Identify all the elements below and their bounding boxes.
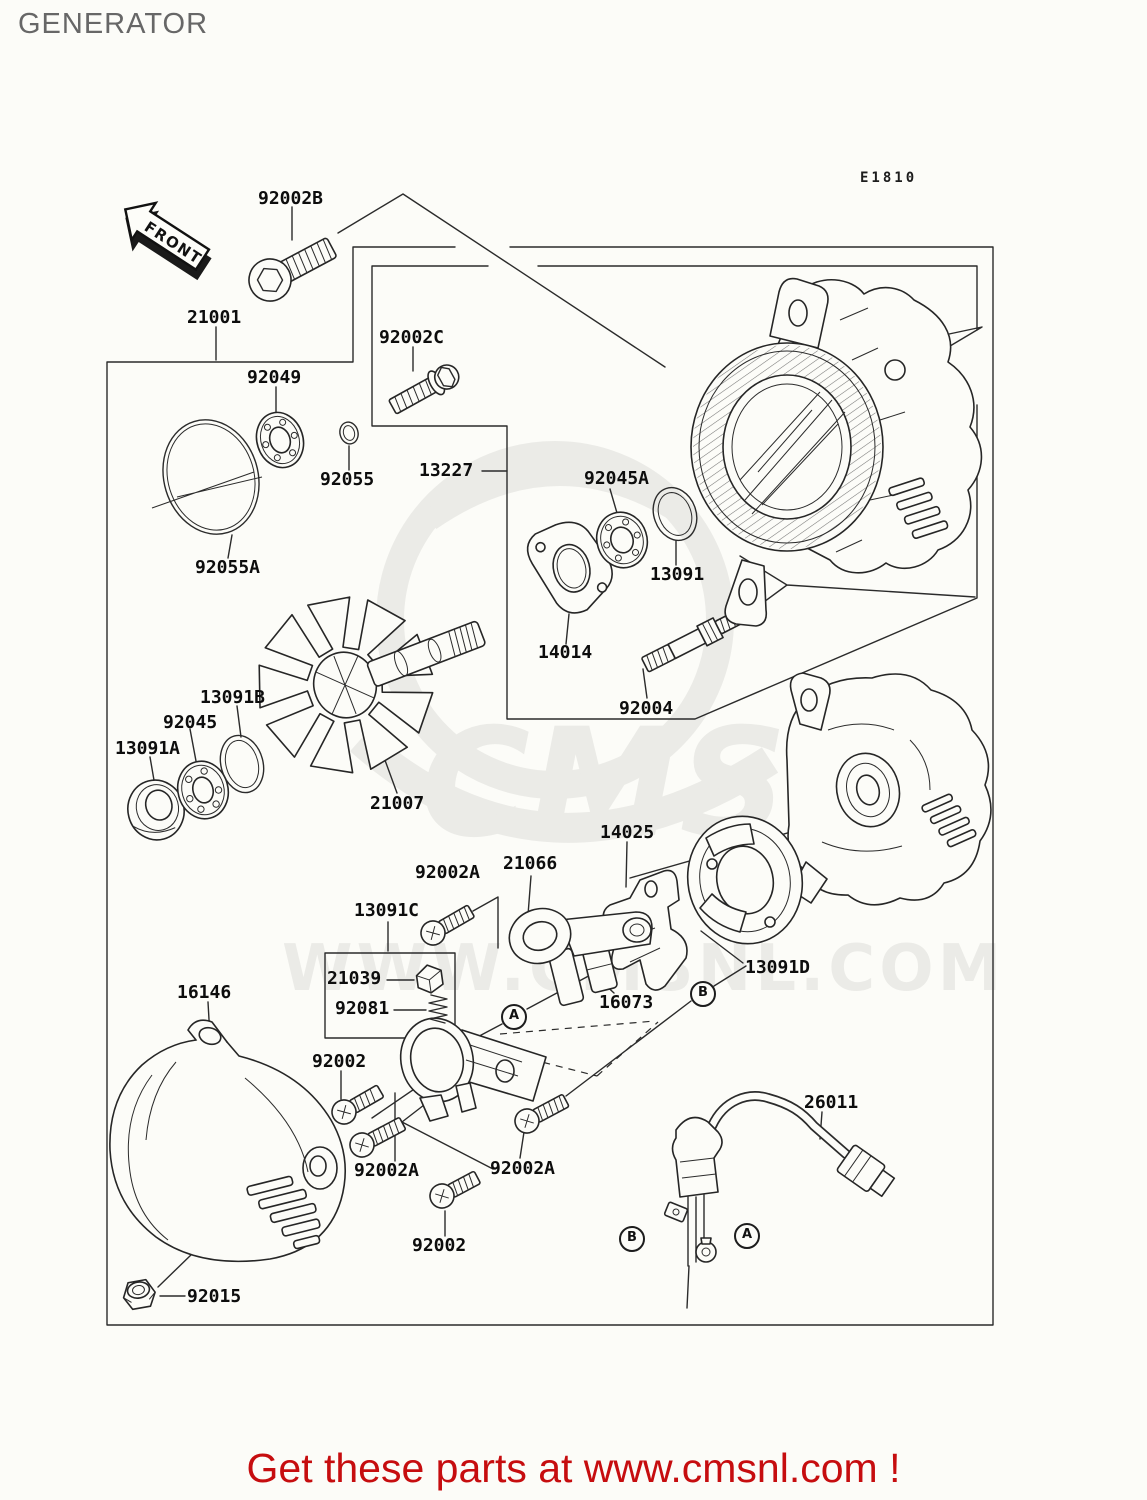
part-number-label: 13091B [200, 687, 266, 708]
part-number-label: 92081 [335, 998, 390, 1019]
bearing-92049-drawing [255, 411, 305, 469]
bolt-92002b-drawing [248, 237, 337, 302]
assembly-boxes [106, 246, 994, 1326]
screw-92002a-left-drawing [349, 1117, 406, 1158]
oring-92055-drawing [339, 421, 359, 445]
diagram-code: E1810 [860, 170, 918, 186]
part-number-label: 26011 [804, 1092, 859, 1113]
spring-92081-drawing [428, 994, 448, 1024]
part-number-label: 92002C [379, 327, 445, 348]
nut-92015-drawing [122, 1278, 156, 1311]
cover-16146-drawing [109, 1019, 346, 1263]
part-number-label: 92002B [258, 188, 324, 209]
part-number-label: 92055 [320, 469, 375, 490]
cable-26011-drawing [663, 1091, 896, 1309]
connection-marker: B [690, 981, 716, 1007]
part-number-label: 92045 [163, 712, 218, 733]
part-number-label: 13091 [650, 564, 705, 585]
bearing-92045-drawing [176, 760, 230, 820]
rectifier-ring-drawing [686, 815, 804, 945]
part-number-label: 92015 [187, 1286, 242, 1307]
part-number-label: 92049 [247, 367, 302, 388]
part-number-label: 13091A [115, 738, 181, 759]
plate-14014-drawing [526, 521, 613, 614]
connection-marker: A [734, 1223, 760, 1249]
regulator-21066-drawing [508, 907, 653, 965]
part-number-label: 13091C [354, 900, 420, 921]
part-number-label: 21039 [327, 968, 382, 989]
brush-holder-assembly-drawing [399, 1017, 547, 1122]
brush-21039-drawing [415, 964, 444, 994]
rear-housing-drawing [785, 672, 992, 906]
part-number-label: 92045A [584, 468, 650, 489]
part-number-label: 14025 [600, 822, 655, 843]
bearing-92045a-drawing [595, 511, 649, 569]
connection-marker: B [619, 1226, 645, 1252]
screw-92002a-right-drawing [514, 1094, 570, 1134]
part-number-label: 21007 [370, 793, 425, 814]
cmsnl-banner: Get these parts at www.cmsnl.com ! [246, 1445, 901, 1491]
part-number-label: 21066 [503, 853, 558, 874]
oring-92055a-drawing [151, 419, 263, 535]
part-number-label: 92055A [195, 557, 261, 578]
part-number-label: 92002 [412, 1235, 467, 1256]
oring-13091b-drawing [219, 734, 265, 794]
screw-92002-upper-drawing [331, 1084, 384, 1125]
part-number-label: 16146 [177, 982, 232, 1003]
part-number-label: 16073 [599, 992, 654, 1013]
part-number-label: 13091D [745, 957, 811, 978]
part-number-label: 92004 [619, 698, 674, 719]
front-arrow: FRONT [123, 201, 212, 281]
part-number-label: 21001 [187, 307, 242, 328]
part-number-label: 14014 [538, 642, 593, 663]
part-number-label: 92002A [415, 862, 481, 883]
oring-13091-drawing [652, 486, 698, 542]
stator-housing-drawing [690, 277, 983, 627]
bolt-92002c-drawing [388, 364, 460, 415]
part-number-label: 92002A [354, 1160, 420, 1181]
part-number-label: 92002A [490, 1158, 556, 1179]
screw-92002a-top-drawing [420, 904, 475, 946]
page-title: GENERATOR [18, 8, 209, 40]
screw-92002-lower-drawing [429, 1170, 481, 1209]
connection-marker: A [501, 1004, 527, 1030]
part-number-label: 92002 [312, 1051, 367, 1072]
rotor-21007-drawing [258, 596, 486, 774]
part-number-label: 13227 [419, 460, 474, 481]
collar-13091a-drawing [127, 779, 185, 841]
